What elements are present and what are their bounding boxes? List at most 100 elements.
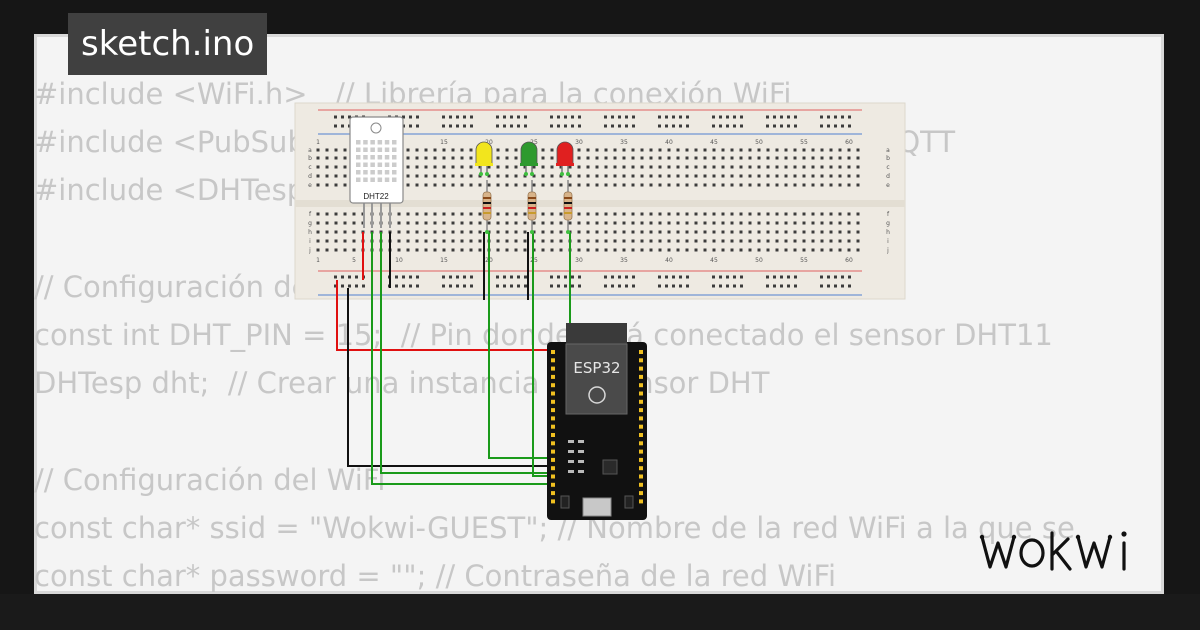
sensor-vent [377,147,383,152]
sensor-vent [356,155,361,160]
header-pin [639,491,643,496]
column-number: 55 [800,257,808,264]
header-pin [551,350,555,354]
sensor-vent [356,140,361,145]
row-letter: c [886,164,889,171]
column-number: 15 [440,257,448,264]
sensor-vent [370,140,375,145]
chip [602,459,618,475]
wokwi-logo [979,531,1127,571]
row-letter: j [886,247,889,254]
column-number: 60 [845,257,853,264]
smd-part [568,450,574,453]
header-pin [551,424,555,429]
resistor-band [528,212,536,214]
resistor-band [483,202,491,204]
row-letter: f [887,211,890,218]
led [475,141,493,165]
resistor [563,191,573,221]
breadboard-holes [316,115,860,288]
row-letter: e [886,182,890,189]
smd-part [568,470,574,473]
header-pin [551,441,555,446]
led-rim [520,163,538,166]
code-line: const int DHT_PIN = 15; // Pin donde est… [34,317,1053,352]
file-name-tab[interactable]: sketch.ino [68,13,268,75]
row-letter: f [309,211,312,218]
wire-black [347,232,548,467]
column-number: 30 [575,257,583,264]
led-pin [485,172,489,176]
header-pin [551,474,555,479]
smd-part [568,440,574,443]
sensor-vent [363,162,368,167]
row-letter: h [308,229,312,236]
sensor-vent [370,155,375,160]
sensor-vent [370,170,375,175]
column-number: 1 [316,257,320,264]
header-pin [551,491,555,496]
column-number: 1 [316,139,320,146]
led-pin [530,172,534,176]
header-pin [639,358,643,363]
sensor-vent [356,147,361,152]
header-pin [551,366,555,371]
header-pin [551,449,555,454]
wire-green [488,232,550,459]
row-letter: g [308,220,312,227]
code-line: const char* ssid = "Wokwi-GUEST"; // Nom… [34,510,1075,545]
code-line: const char* password = ""; // Contraseña… [34,558,837,593]
code-line: // Configuración del WiFi [34,462,386,497]
header-pin [639,408,643,413]
sensor-vent [377,177,383,182]
sensor-vent [384,177,390,182]
row-letter: d [308,173,312,180]
header-pin [639,441,643,446]
column-number: 60 [845,139,853,146]
header-pin [551,399,555,404]
resistor-band [528,197,536,199]
column-number: 55 [800,139,808,146]
resistor-band [564,202,572,204]
led-rim [475,163,493,166]
sensor-vent [370,177,375,182]
smd-part [578,450,584,453]
header-pin [639,466,643,471]
header-pin [639,391,643,396]
sensor-vent [384,140,390,145]
sensor-vent [356,162,361,167]
row-letter: i [887,238,889,245]
wire-green [380,232,555,474]
sensor-label: DHT22 [363,192,389,201]
column-number: 50 [755,257,763,264]
row-letter: h [886,229,890,236]
resistor-pin [530,230,534,234]
resistor-band [483,212,491,214]
header-pin [551,408,555,413]
smd-part [568,460,574,463]
header-pin [551,457,555,462]
resistor [482,191,492,221]
resistor-band [483,197,491,199]
sensor-vent [356,170,361,175]
sensor-vent [370,162,375,167]
column-number: 25 [530,257,538,264]
column-number: 45 [710,257,718,264]
column-number: 40 [665,257,673,264]
resistor-band [564,212,572,214]
sensor-vent [377,162,383,167]
column-number: 25 [530,139,538,146]
resistor-band [528,207,536,209]
sensor-vent [392,155,397,160]
header-pin [639,383,643,388]
sensor-vent [392,177,397,182]
sensor-vent [363,147,368,152]
resistor-pin [485,230,489,234]
header-pin [639,499,643,504]
sensor-vent [384,155,390,160]
led-group [475,141,574,234]
board-label: ESP32 [573,359,620,377]
header-pin [551,391,555,396]
header-pin [639,374,643,379]
header-pin [639,350,643,354]
